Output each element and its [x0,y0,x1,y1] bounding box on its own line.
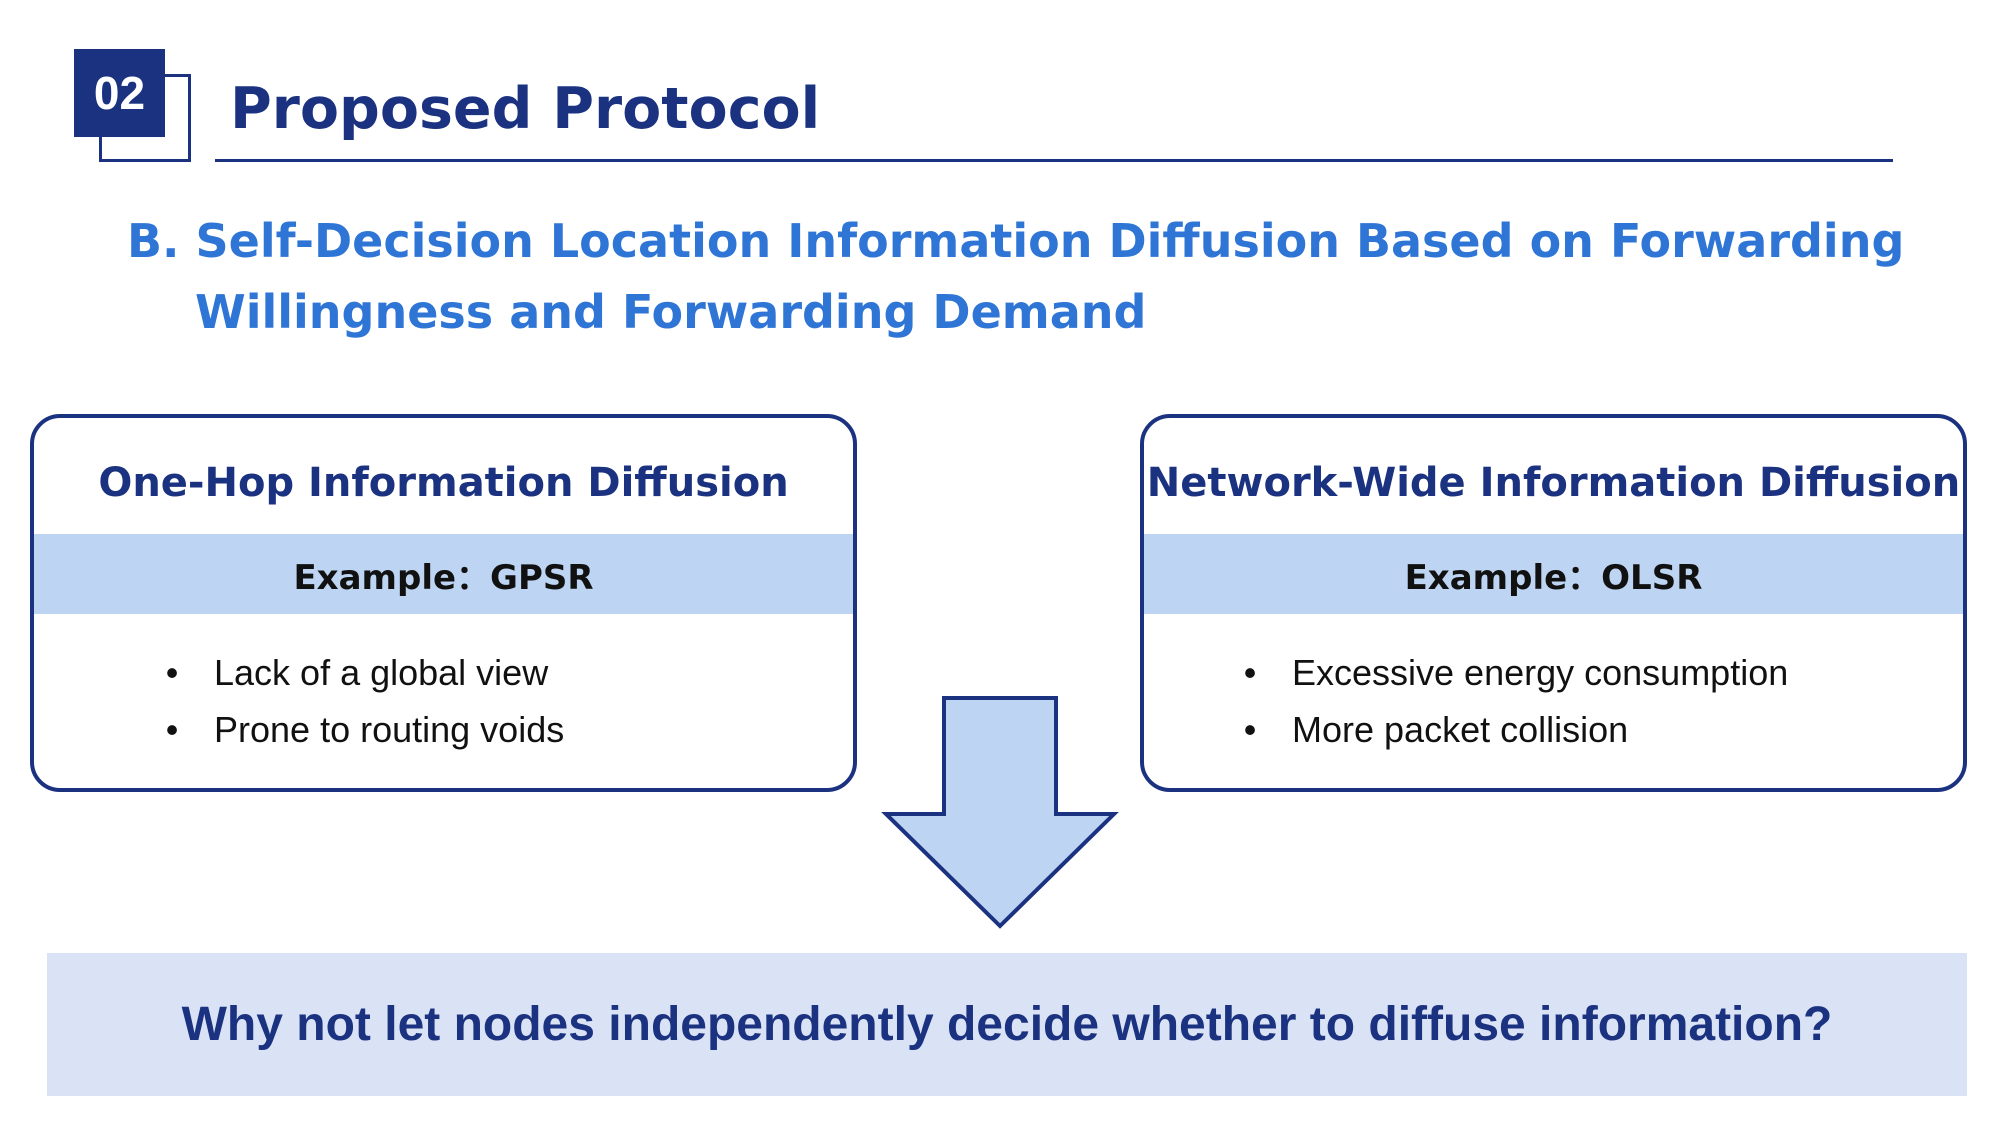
bullet-item: • More packet collision [1240,701,1788,758]
card-example: Example：GPSR [34,534,853,614]
card-bullet-list: • Lack of a global view • Prone to routi… [162,644,565,758]
network-wide-card: Network-Wide Information Diffusion Examp… [1140,414,1967,792]
section-title: Proposed Protocol [230,76,821,142]
subtitle-line-1: B. Self-Decision Location Information Di… [127,214,1905,268]
question-banner: Why not let nodes independently decide w… [47,953,1967,1096]
slide-subtitle: B. Self-Decision Location Information Di… [127,206,1904,348]
bullet-icon: • [1243,709,1257,750]
card-title: One-Hop Information Diffusion [98,460,789,506]
question-text: Why not let nodes independently decide w… [181,998,1833,1051]
subtitle-line-2: Willingness and Forwarding Demand [195,285,1147,339]
title-divider [215,159,1893,162]
bullet-item: • Prone to routing voids [162,701,565,758]
bullet-icon: • [165,652,179,693]
card-bullet-list: • Excessive energy consumption • More pa… [1240,644,1789,758]
section-number: 02 [93,67,146,119]
card-example: Example：OLSR [1144,534,1963,614]
bullet-text: Lack of a global view [214,652,549,693]
bullet-text: Prone to routing voids [214,709,565,750]
down-arrow-icon [881,696,1119,929]
bullet-icon: • [1243,652,1257,693]
bullet-item: • Lack of a global view [162,644,564,701]
section-number-badge: 02 [74,49,165,137]
bullet-text: Excessive energy consumption [1292,652,1789,693]
bullet-item: • Excessive energy consumption [1240,644,1789,701]
bullet-text: More packet collision [1292,709,1629,750]
card-title: Network-Wide Information Diffusion [1146,460,1961,506]
bullet-icon: • [165,709,179,750]
one-hop-card: One-Hop Information Diffusion Example：GP… [30,414,857,792]
